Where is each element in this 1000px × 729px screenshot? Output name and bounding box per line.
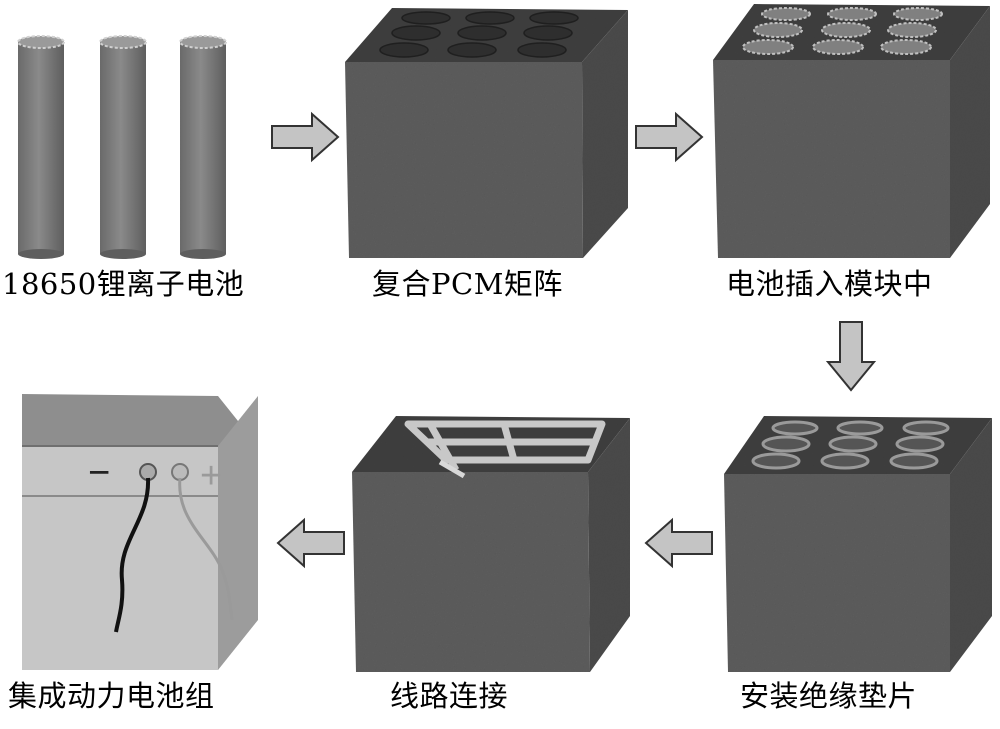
plus-sign: + bbox=[200, 455, 222, 497]
battery-cells-group bbox=[17, 35, 227, 259]
caption-insert-cells: 电池插入模块中 bbox=[726, 267, 933, 301]
caption-battery-pack: 集成动力电池组 bbox=[8, 679, 215, 713]
positive-cable bbox=[178, 477, 234, 621]
wire-lead bbox=[438, 459, 466, 479]
arrow-left-2 bbox=[276, 517, 345, 569]
pcm-holes bbox=[379, 11, 579, 58]
battery-pack: − + bbox=[22, 394, 258, 670]
caption-install-gaskets: 安装绝缘垫片 bbox=[740, 679, 918, 713]
arrow-left-1 bbox=[644, 517, 713, 569]
module-with-cells bbox=[713, 4, 990, 258]
negative-cable bbox=[114, 477, 151, 633]
module-cell-tops bbox=[742, 7, 943, 55]
wiring-frame bbox=[404, 420, 606, 472]
arrow-down bbox=[825, 321, 877, 392]
module-with-gaskets bbox=[724, 416, 992, 672]
gasket-rings bbox=[751, 420, 950, 470]
positive-terminal bbox=[171, 463, 189, 481]
pcm-matrix-block bbox=[345, 8, 628, 258]
arrow-right-2 bbox=[635, 111, 704, 163]
module-with-wiring bbox=[352, 416, 630, 672]
battery-cell-1 bbox=[17, 35, 65, 259]
caption-lithium-cells: 18650锂离子电池 bbox=[2, 267, 245, 301]
battery-cell-3 bbox=[179, 35, 227, 259]
arrow-right-1 bbox=[271, 111, 340, 163]
negative-terminal bbox=[139, 463, 157, 481]
battery-cell-2 bbox=[99, 35, 147, 259]
minus-sign: − bbox=[88, 452, 110, 494]
caption-pcm-matrix: 复合PCM矩阵 bbox=[372, 267, 563, 301]
caption-wiring: 线路连接 bbox=[390, 679, 509, 713]
